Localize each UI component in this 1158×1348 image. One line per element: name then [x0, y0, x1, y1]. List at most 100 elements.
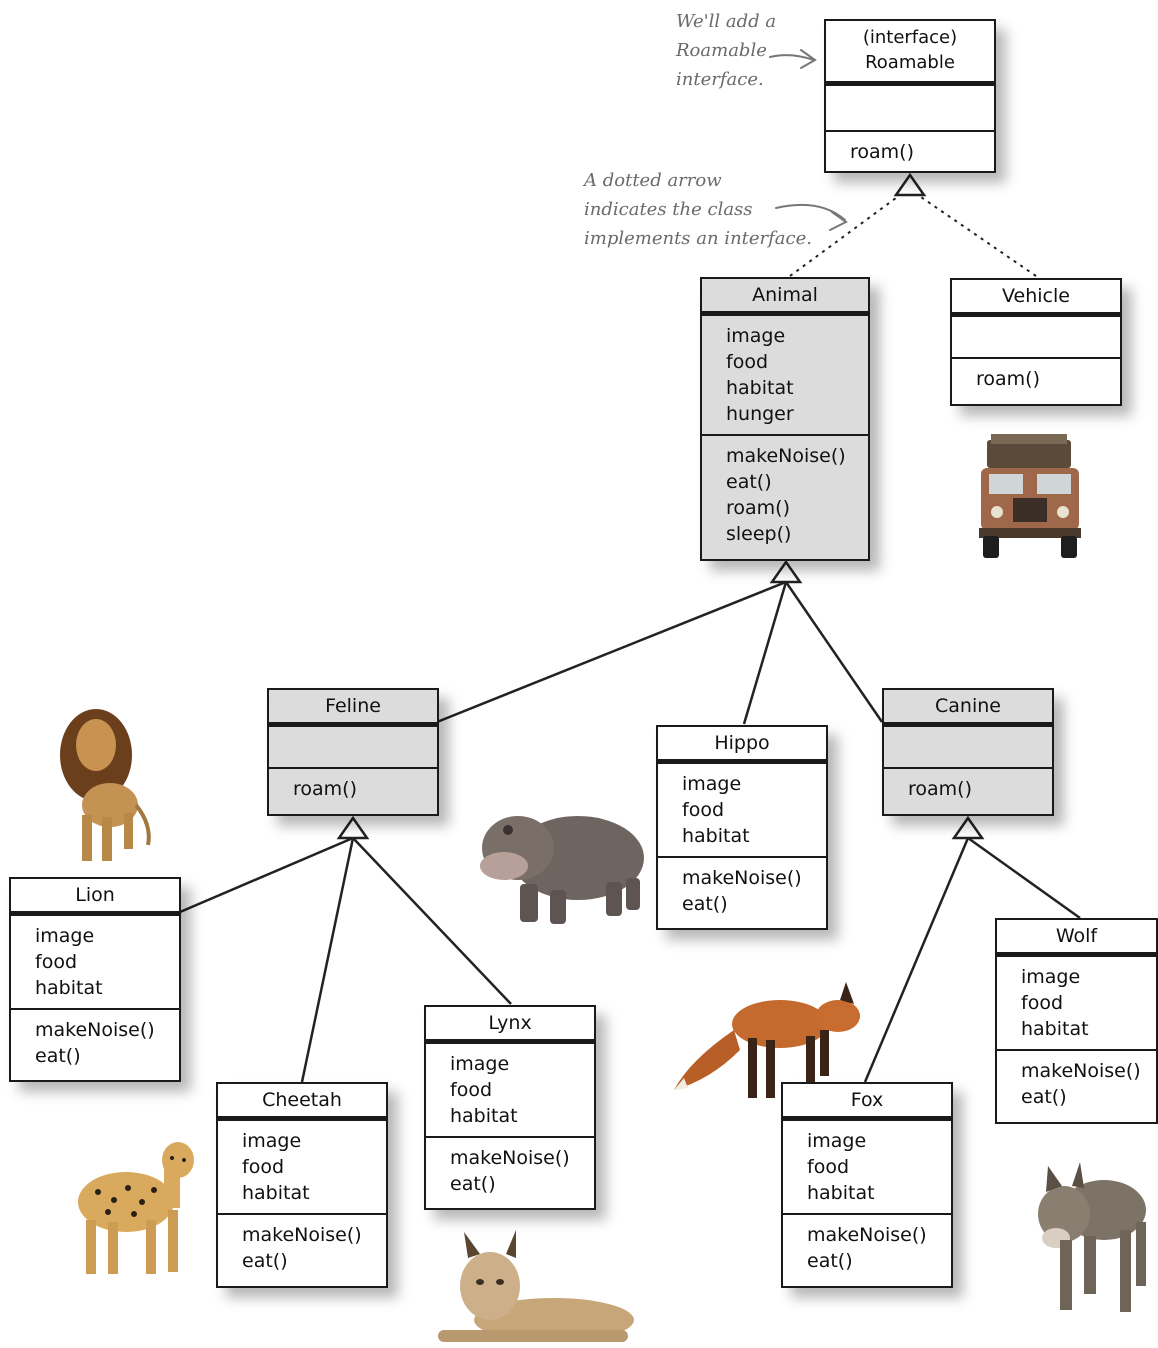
class-header: (interface) Roamable — [826, 21, 994, 86]
edge-feline-animal — [436, 580, 787, 724]
lynx-image — [438, 1230, 634, 1342]
edge-fox-canine — [863, 837, 970, 1083]
method: makeNoise() — [450, 1147, 570, 1169]
methods-section: makeNoise() eat() roam() sleep() — [702, 436, 868, 554]
class-header: Animal — [702, 279, 868, 316]
attribute: image — [35, 925, 95, 947]
attributes-section: image food habitat — [11, 916, 179, 1010]
class-header: Wolf — [997, 920, 1156, 957]
method: eat() — [35, 1045, 81, 1067]
method: eat() — [726, 471, 772, 493]
attribute: food — [450, 1079, 492, 1101]
class-canine: Canine roam() — [882, 688, 1054, 816]
class-header: Feline — [269, 690, 437, 727]
class-hippo: Hippo image food habitat makeNoise() eat… — [656, 725, 828, 930]
method: eat() — [682, 893, 728, 915]
methods-section: makeNoise() eat() — [11, 1010, 179, 1076]
attribute: food — [682, 799, 724, 821]
class-wolf: Wolf image food habitat makeNoise() eat(… — [995, 918, 1158, 1124]
note-line: We'll add a — [676, 11, 777, 32]
note-line: Roamable — [676, 40, 767, 61]
attributes-section: image food habitat — [658, 764, 826, 858]
attribute: image — [807, 1130, 867, 1152]
methods-section: makeNoise() eat() — [997, 1051, 1156, 1117]
roamable-inheritance-triangle — [893, 172, 927, 197]
fox-image — [674, 982, 860, 1098]
attribute: habitat — [726, 377, 794, 399]
cheetah-image — [78, 1142, 194, 1274]
animal-inheritance-triangle — [769, 559, 803, 584]
attribute: image — [242, 1130, 302, 1152]
edge-lion-feline — [179, 836, 354, 914]
class-feline: Feline roam() — [267, 688, 439, 816]
method: roam() — [976, 368, 1040, 390]
method: eat() — [807, 1250, 853, 1272]
attributes-section: image food habitat — [783, 1121, 951, 1215]
attribute: habitat — [682, 825, 750, 847]
inheritance-edges — [179, 580, 1081, 1083]
class-header: Hippo — [658, 727, 826, 764]
method: makeNoise() — [807, 1224, 927, 1246]
roamable-note-arrowhead — [800, 49, 817, 69]
method: sleep() — [726, 523, 792, 545]
method: roam() — [850, 141, 914, 163]
attribute: image — [1021, 966, 1081, 988]
edge-cheetah-feline — [300, 837, 355, 1083]
attributes-section: image food habitat — [218, 1121, 386, 1215]
interface-stereotype: (interface) — [862, 27, 958, 48]
canine-inheritance-triangle — [951, 815, 985, 840]
attributes-section — [269, 727, 437, 769]
safari-vehicle-image — [979, 434, 1081, 558]
edge-lynx-feline — [352, 837, 512, 1005]
edge-animal-roamable — [789, 194, 901, 277]
class-lynx: Lynx image food habitat makeNoise() eat(… — [424, 1005, 596, 1210]
method: eat() — [450, 1173, 496, 1195]
attribute: habitat — [450, 1105, 518, 1127]
attributes-section — [952, 317, 1120, 359]
method: makeNoise() — [242, 1224, 362, 1246]
attribute: hunger — [726, 403, 794, 425]
attribute: food — [807, 1156, 849, 1178]
methods-section: roam() — [884, 769, 1052, 809]
method: makeNoise() — [726, 445, 846, 467]
class-header: Canine — [884, 690, 1052, 727]
attribute: habitat — [1021, 1018, 1089, 1040]
class-cheetah: Cheetah image food habitat makeNoise() e… — [216, 1082, 388, 1288]
note-line: interface. — [676, 69, 764, 90]
class-lion: Lion image food habitat makeNoise() eat(… — [9, 877, 181, 1082]
methods-section: roam() — [952, 359, 1120, 399]
attributes-section — [826, 86, 994, 132]
class-header: Fox — [783, 1084, 951, 1121]
wolf-image — [1038, 1162, 1146, 1312]
method: eat() — [242, 1250, 288, 1272]
dotted-note-arrow — [775, 203, 846, 221]
attribute: image — [682, 773, 742, 795]
roamable-note-arrow — [769, 54, 815, 61]
attribute: habitat — [242, 1182, 310, 1204]
methods-section: makeNoise() eat() — [783, 1215, 951, 1281]
methods-section: roam() — [269, 769, 437, 809]
edge-canine-animal — [784, 581, 884, 723]
method: eat() — [1021, 1086, 1067, 1108]
method: roam() — [293, 778, 357, 800]
class-header: Lynx — [426, 1007, 594, 1044]
edge-wolf-canine — [967, 836, 1081, 920]
attributes-section — [884, 727, 1052, 769]
class-header: Lion — [11, 879, 179, 916]
attributes-section: image food habitat — [426, 1044, 594, 1138]
methods-section: makeNoise() eat() — [658, 858, 826, 924]
attribute: food — [726, 351, 768, 373]
dotted-arrow-note: A dotted arrow indicates the class imple… — [584, 166, 812, 253]
attributes-section: image food habitat hunger — [702, 316, 868, 436]
method: roam() — [908, 778, 972, 800]
class-animal: Animal image food habitat hunger makeNoi… — [700, 277, 870, 561]
edge-vehicle-roamable — [917, 194, 1037, 277]
lion-image — [60, 709, 151, 861]
realization-edges — [789, 194, 1037, 277]
class-roamable: (interface) Roamable roam() — [824, 19, 996, 173]
method: makeNoise() — [682, 867, 802, 889]
class-vehicle: Vehicle roam() — [950, 278, 1122, 406]
attribute: habitat — [35, 977, 103, 999]
method: makeNoise() — [35, 1019, 155, 1041]
